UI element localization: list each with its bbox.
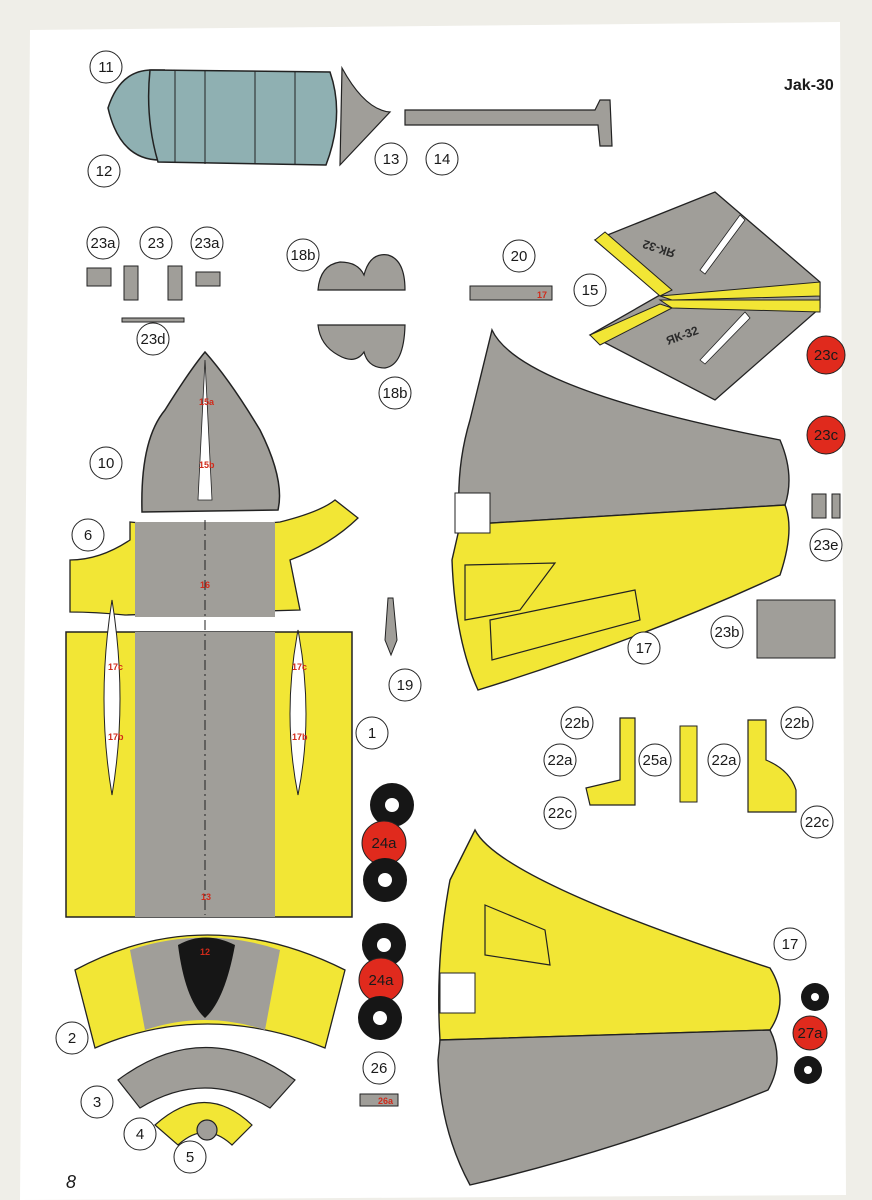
label-20: 20 bbox=[511, 248, 528, 265]
label-1: 1 bbox=[368, 725, 376, 742]
part-23e-left bbox=[811, 493, 827, 519]
page-number: 8 bbox=[66, 1172, 76, 1192]
label-10: 10 bbox=[98, 455, 115, 472]
label-23b: 23b bbox=[714, 624, 739, 641]
label-22a-right: 22a bbox=[711, 752, 737, 769]
tab-15b: 15b bbox=[199, 460, 215, 470]
label-24a-bottom: 24a bbox=[368, 972, 394, 989]
part-22-left bbox=[585, 717, 636, 806]
part-26-strip bbox=[359, 1093, 399, 1107]
label-23c-bottom: 23c bbox=[814, 427, 839, 444]
part-23a-left bbox=[86, 267, 112, 287]
label-11: 11 bbox=[98, 59, 114, 76]
part-25a-strip bbox=[679, 725, 698, 803]
label-22c-left: 22c bbox=[548, 805, 573, 822]
tab-12: 12 bbox=[200, 947, 210, 957]
label-23e: 23e bbox=[813, 537, 838, 554]
label-12: 12 bbox=[96, 163, 113, 180]
part-15-tail bbox=[588, 191, 821, 401]
part-22-right bbox=[747, 719, 797, 813]
sheet-title: Jak-30 bbox=[784, 77, 834, 94]
part-23e-right bbox=[831, 493, 841, 519]
label-13: 13 bbox=[383, 151, 400, 168]
part-5-ring bbox=[196, 1119, 218, 1141]
label-23a-right: 23a bbox=[194, 235, 220, 252]
part-17-wing-upper bbox=[451, 327, 790, 691]
part-10-nose bbox=[141, 350, 281, 513]
label-14: 14 bbox=[434, 151, 451, 168]
label-18b-top: 18b bbox=[290, 247, 315, 264]
tab-17b-left: 17b bbox=[108, 732, 124, 742]
part-13-fairing bbox=[339, 65, 392, 167]
part-23d bbox=[121, 317, 185, 323]
part-20-strip bbox=[469, 285, 553, 301]
part-18b-bottom bbox=[317, 324, 406, 369]
part-1-fuselage bbox=[65, 520, 353, 918]
part-23a-right bbox=[195, 271, 221, 287]
label-2: 2 bbox=[68, 1030, 76, 1047]
part-18b-top bbox=[317, 254, 406, 291]
label-3: 3 bbox=[93, 1094, 101, 1111]
label-4: 4 bbox=[136, 1126, 144, 1143]
label-18b-bottom: 18b bbox=[382, 385, 407, 402]
part-3-arch bbox=[117, 1047, 296, 1109]
label-15: 15 bbox=[582, 282, 599, 299]
part-17-wing-lower bbox=[437, 828, 781, 1186]
tab-15a: 15a bbox=[199, 397, 215, 407]
tab-16: 16 bbox=[200, 580, 210, 590]
wheel-23c-top bbox=[806, 335, 846, 375]
label-22c-right: 22c bbox=[805, 814, 830, 831]
label-23c-top: 23c bbox=[814, 347, 839, 364]
label-22b-left: 22b bbox=[564, 715, 589, 732]
label-23d: 23d bbox=[140, 331, 165, 348]
label-27a: 27a bbox=[797, 1025, 823, 1042]
label-22a-left: 22a bbox=[547, 752, 573, 769]
part-19-probe bbox=[384, 597, 398, 657]
tab-13: 13 bbox=[201, 892, 211, 902]
tab-17c-right: 17c bbox=[292, 662, 307, 672]
label-26: 26 bbox=[371, 1060, 388, 1077]
label-17-upper: 17 bbox=[636, 640, 653, 657]
label-5: 5 bbox=[186, 1149, 194, 1166]
part-23-right bbox=[167, 265, 183, 301]
label-23: 23 bbox=[148, 235, 165, 252]
part-23b bbox=[756, 599, 836, 659]
canopy-part bbox=[107, 69, 338, 166]
label-24a-top: 24a bbox=[371, 835, 397, 852]
wheel-27a-red bbox=[792, 1015, 828, 1051]
label-22b-right: 22b bbox=[784, 715, 809, 732]
tab-17c-left: 17c bbox=[108, 662, 123, 672]
label-17-lower: 17 bbox=[782, 936, 799, 953]
label-25a: 25a bbox=[642, 752, 668, 769]
label-6: 6 bbox=[84, 527, 92, 544]
part-14-rod bbox=[404, 99, 613, 147]
wheel-23c-bottom bbox=[806, 415, 846, 455]
label-19: 19 bbox=[397, 677, 414, 694]
callouts: 11 12 13 14 23a 23 23a 23d 18b 18b 20 15… bbox=[55, 50, 843, 1174]
tab-17b-right: 17b bbox=[292, 732, 308, 742]
tab-17-on-20: 17 bbox=[537, 290, 547, 300]
part-23-left bbox=[123, 265, 139, 301]
label-23a-left: 23a bbox=[90, 235, 116, 252]
tab-26a: 26a bbox=[378, 1096, 394, 1106]
